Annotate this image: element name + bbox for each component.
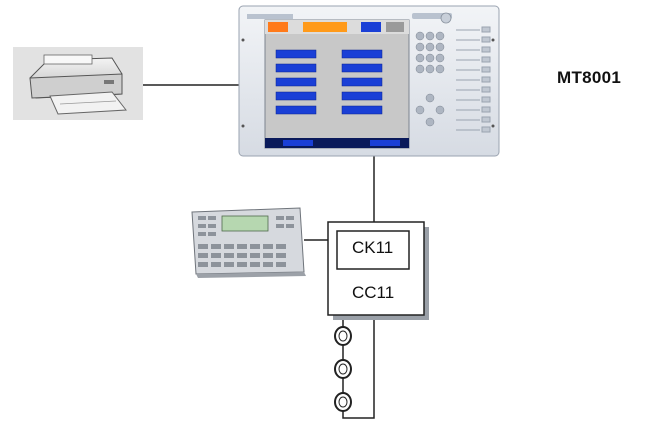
hmi-panel-icon xyxy=(238,5,500,157)
keypad-terminal-icon xyxy=(191,207,306,278)
hmi-function-keys xyxy=(456,26,491,133)
terminal-keys xyxy=(198,216,294,267)
ck11-module-box xyxy=(336,230,410,270)
ck11-label: CK11 xyxy=(352,238,394,257)
cc11-label: CC11 xyxy=(352,283,395,302)
hmi-keypad xyxy=(415,31,445,127)
field-device-icons xyxy=(334,326,352,412)
hmi-screen-buttons xyxy=(275,49,383,115)
field-device-icon xyxy=(334,326,352,346)
controller-enclosure xyxy=(327,221,429,320)
field-device-icon xyxy=(334,392,352,412)
field-device-icon xyxy=(334,359,352,379)
hmi-model-label: MT8001 xyxy=(557,68,622,87)
printer-icon xyxy=(13,47,143,120)
